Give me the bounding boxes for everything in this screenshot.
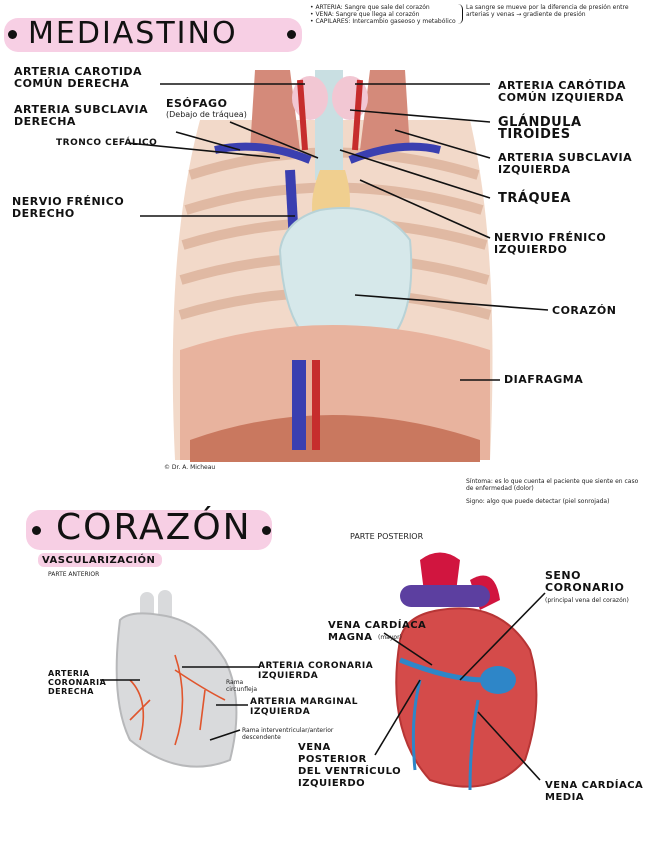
bullet-dot [262, 526, 271, 535]
label-esofago-note: (Debajo de tráquea) [166, 110, 247, 119]
corazon-title: CORAZÓN [56, 507, 252, 548]
label-magna-note: (mayor) [378, 634, 402, 641]
label-tronco-cefalico: TRONCO CEFÁLICO [56, 138, 158, 148]
label-carotida-derecha: ARTERIA CAROTIDA COMÚN DERECHA [14, 65, 143, 90]
label-tiroides: GLÁNDULA TIROIDES [498, 115, 582, 142]
corazon-title-highlight [26, 510, 272, 550]
parte-posterior-label: PARTE POSTERIOR [350, 532, 424, 541]
bullet-dot [8, 30, 17, 39]
bullet-dot [32, 526, 41, 535]
vascularizacion-subtitle: VASCULARIZACIÓN [42, 555, 156, 566]
label-subclavia-derecha: ARTERIA SUBCLAVIA DERECHA [14, 103, 149, 128]
label-frenico-izquierdo: NERVIO FRÉNICO IZQUIERDO [494, 231, 607, 256]
label-subclavia-izquierda: ARTERIA SUBCLAVIA IZQUIERDA [498, 151, 633, 176]
definitions-note: • ARTERIA: Sangre que sale del corazón •… [310, 4, 456, 25]
label-frenico-derecho: NERVIO FRÉNICO DERECHO [12, 195, 125, 220]
label-corazon: CORAZÓN [552, 304, 617, 317]
brace [458, 4, 463, 24]
sintoma-note: Síntoma: es lo que cuenta el paciente qu… [466, 478, 639, 492]
image-credit: © Dr. A. Micheau [164, 464, 216, 471]
label-carotida-izquierda: ARTERIA CARÓTIDA COMÚN IZQUIERDA [498, 79, 627, 104]
signo-note: Signo: algo que puede detectar (piel son… [466, 498, 610, 505]
label-coronaria-derecha: ARTERIA CORONARIA DERECHA [48, 669, 107, 696]
pressure-note: La sangre se mueve por la diferencia de … [466, 4, 629, 18]
label-seno-coronario: SENO CORONARIO [545, 569, 625, 594]
label-cardiaca-media: VENA CARDÍACA MEDIA [545, 780, 644, 803]
label-marginal-izquierda: ARTERIA MARGINAL IZQUIERDA [250, 697, 358, 717]
label-posterior-ventriculo: VENA POSTERIOR DEL VENTRÍCULO IZQUIERDO [298, 742, 402, 789]
mediastino-title: MEDIASTINO [28, 16, 238, 51]
parte-anterior-label: PARTE ANTERIOR [48, 571, 100, 578]
subtitle-highlight [38, 553, 162, 567]
mediastino-title-highlight [4, 18, 302, 52]
label-coronaria-izquierda: ARTERIA CORONARIA IZQUIERDA [258, 661, 374, 681]
bullet-dot [287, 30, 296, 39]
label-seno-note: (principal vena del corazón) [545, 597, 629, 604]
label-esofago: ESÓFAGO [166, 97, 228, 110]
label-cardiaca-magna: VENA CARDÍACA MAGNA [328, 620, 427, 643]
label-rama-interventricular: Rama interventricular/anterior descenden… [242, 727, 334, 741]
label-diafragma: DIAFRAGMA [504, 373, 584, 386]
label-rama-circunfleja: Rama circunfleja [226, 679, 258, 693]
label-traquea: TRÁQUEA [498, 191, 571, 206]
